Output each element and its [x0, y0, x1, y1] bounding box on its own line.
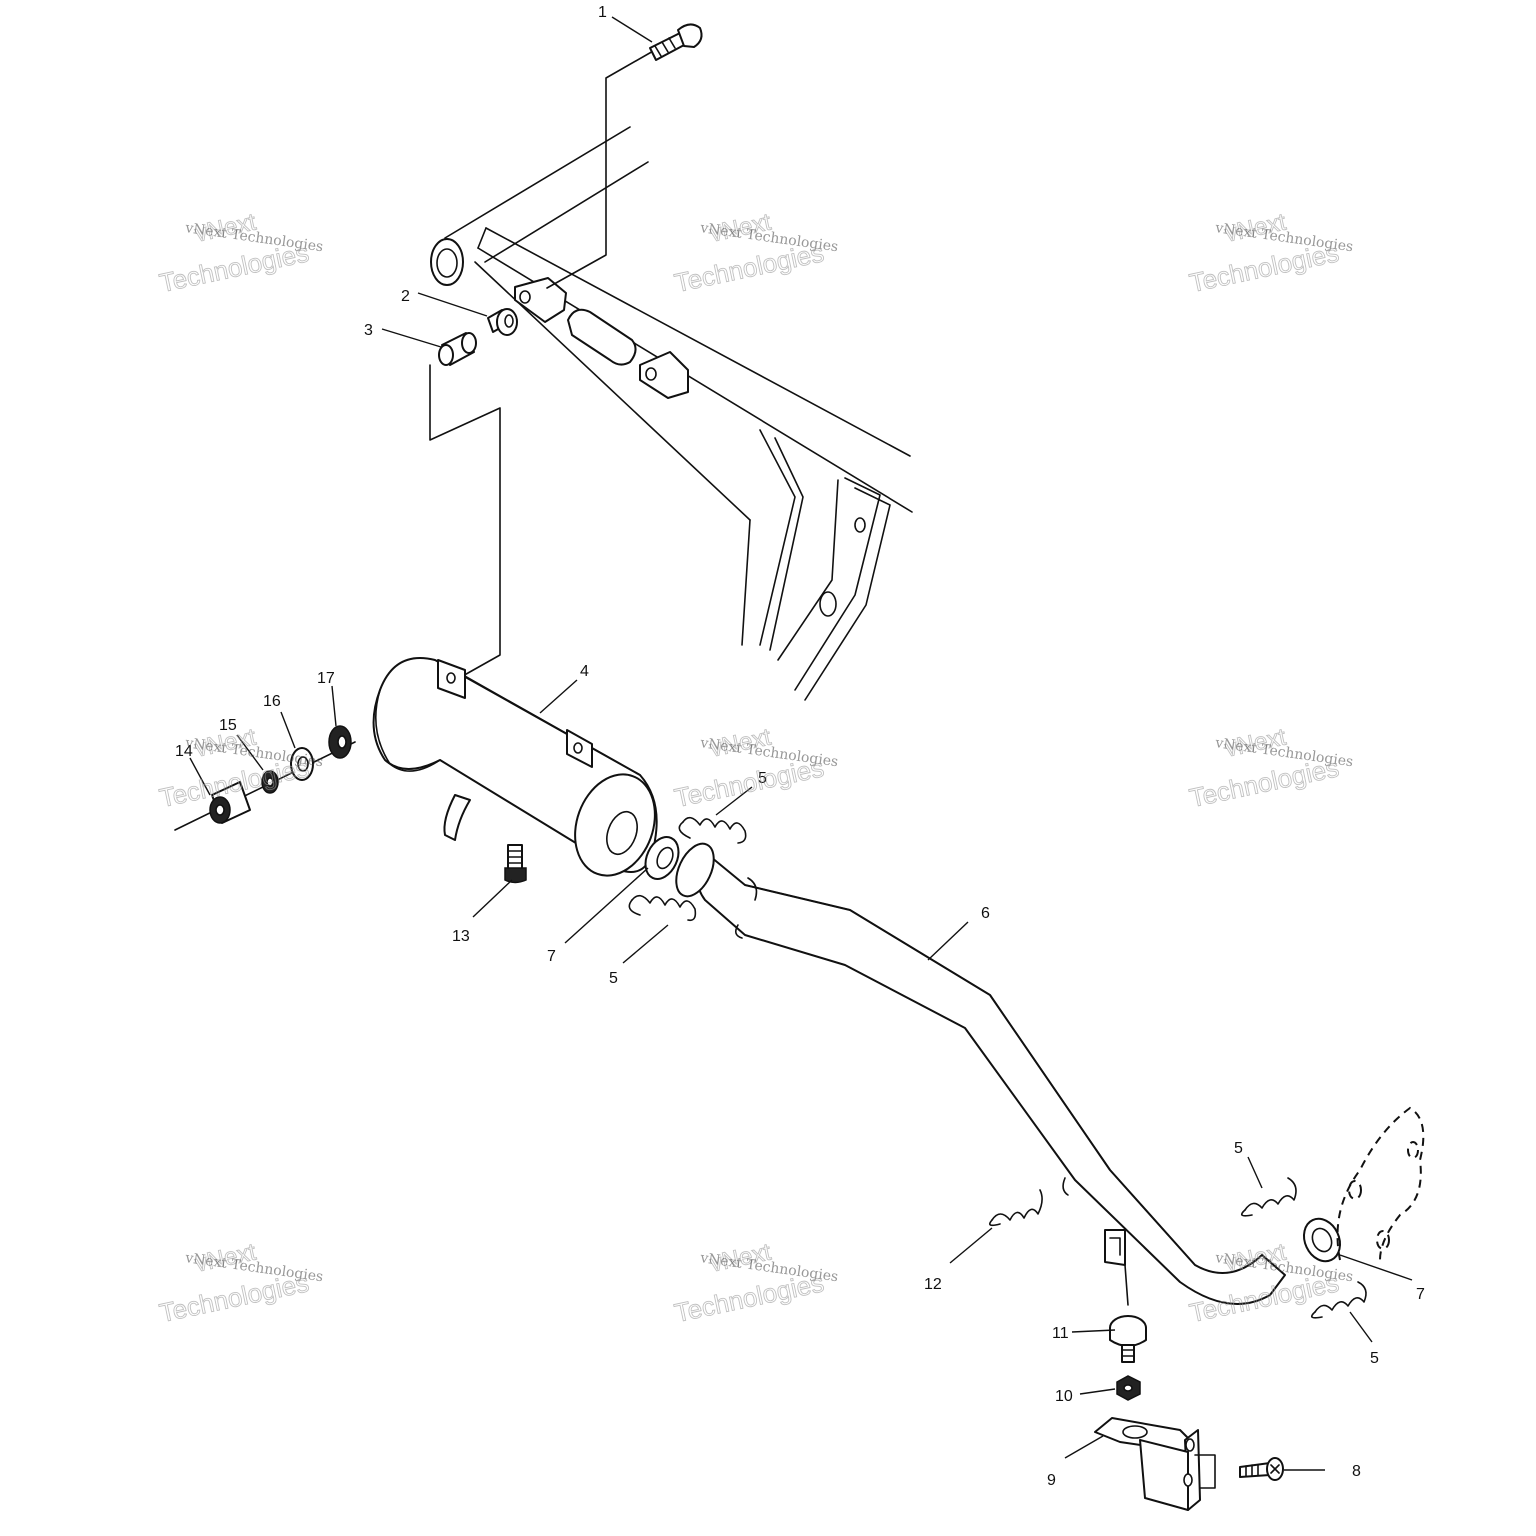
callout-10: 10	[1055, 1388, 1073, 1405]
spring-5-right-top	[1240, 1177, 1297, 1217]
callout-7-right: 7	[1416, 1286, 1425, 1303]
frame	[429, 49, 913, 701]
watermark-6: vNext vNext Technologies Technologies	[1186, 723, 1354, 814]
callout-12: 12	[924, 1276, 942, 1293]
bushing-2	[487, 308, 518, 336]
exhaust-pipe-6	[675, 842, 1286, 1306]
watermark-5: vNext vNext Technologies Technologies	[671, 723, 839, 814]
callouts: 1 2 3 4 17 16 15 14 5 6 13 7 5 5 12 7 11…	[175, 4, 1425, 1489]
gasket-7-left	[644, 836, 680, 880]
leader-lines	[189, 16, 1413, 1471]
bolt-8	[1239, 1457, 1284, 1481]
watermark-8: vNext vNext Technologies Technologies	[671, 1238, 839, 1329]
callout-5-right-top: 5	[1234, 1140, 1243, 1157]
callout-14: 14	[175, 743, 193, 760]
callout-13: 13	[452, 928, 470, 945]
gasket-7-right	[1303, 1217, 1341, 1263]
svg-text:Technologies: Technologies	[157, 237, 312, 298]
callout-5-left: 5	[609, 970, 618, 987]
svg-text:Technologies: Technologies	[672, 752, 827, 813]
callout-6: 6	[981, 905, 990, 922]
svg-text:Technologies: Technologies	[1187, 752, 1342, 813]
callout-3: 3	[364, 322, 373, 339]
callout-2: 2	[401, 288, 410, 305]
spring-5-left	[628, 894, 697, 922]
callout-16: 16	[263, 693, 281, 710]
watermark-3: vNext vNext Technologies Technologies	[1186, 208, 1354, 299]
callout-9: 9	[1047, 1472, 1056, 1489]
spring-12	[989, 1189, 1043, 1227]
watermark-1: vNext vNext Technologies Technologies	[156, 208, 324, 299]
callout-15: 15	[219, 717, 237, 734]
left-hardware	[174, 725, 356, 831]
callout-4: 4	[580, 663, 589, 680]
callout-7-left: 7	[547, 948, 556, 965]
callout-1: 1	[598, 4, 607, 21]
bolt-13	[504, 844, 527, 884]
bracket-9	[1094, 1417, 1216, 1511]
svg-text:Technologies: Technologies	[672, 1267, 827, 1328]
callout-5-right-bottom: 5	[1370, 1350, 1379, 1367]
spring-5-right-bottom	[1310, 1281, 1367, 1319]
nut-10	[1116, 1375, 1141, 1401]
callout-8: 8	[1352, 1463, 1361, 1480]
mount-11	[1109, 1315, 1147, 1363]
svg-text:Technologies: Technologies	[1187, 237, 1342, 298]
callout-17: 17	[317, 670, 335, 687]
bolt-1	[649, 23, 703, 61]
muffler-4	[372, 657, 658, 877]
watermark-2: vNext vNext Technologies Technologies	[671, 208, 839, 299]
svg-text:Technologies: Technologies	[157, 1267, 312, 1328]
callout-5-top: 5	[758, 770, 767, 787]
callout-11: 11	[1052, 1325, 1069, 1342]
spring-5-top	[678, 816, 747, 844]
manifold-outline	[1336, 1106, 1425, 1261]
watermark-7: vNext vNext Technologies Technologies	[156, 1238, 324, 1329]
spacer-3	[438, 332, 477, 366]
svg-text:Technologies: Technologies	[672, 237, 827, 298]
